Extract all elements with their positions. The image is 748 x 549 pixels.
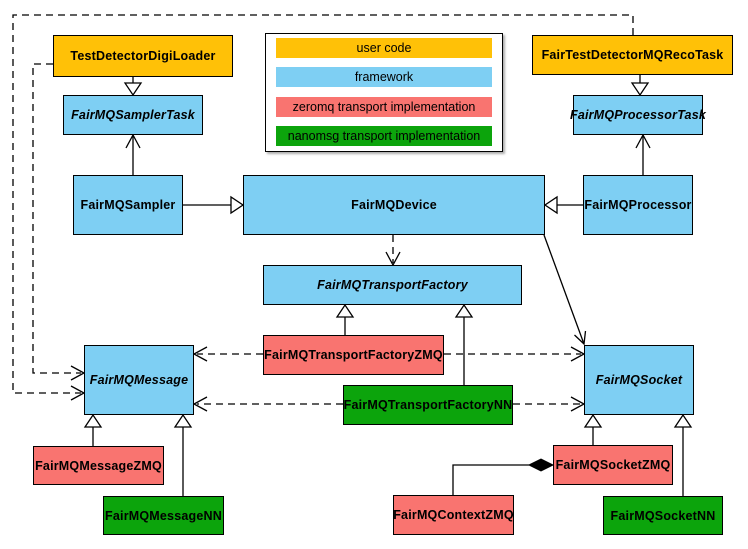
node-fairmqsampler: FairMQSampler bbox=[73, 175, 183, 235]
edge-messagezmq-to-message bbox=[83, 413, 103, 446]
edge-device-to-socket bbox=[543, 234, 587, 346]
legend-item-framework: framework bbox=[276, 67, 492, 88]
node-fairtestdetectormqrecotask: FairTestDetectorMQRecoTask bbox=[532, 35, 733, 75]
node-fairmqsocket: FairMQSocket bbox=[584, 345, 694, 415]
node-fairmqtransportfactoryzmq: FairMQTransportFactoryZMQ bbox=[263, 335, 444, 375]
node-fairmqsamplertask: FairMQSamplerTask bbox=[63, 95, 203, 135]
edge-processor-to-device bbox=[543, 195, 583, 215]
edge-transportfactoryzmq-to-transportfactory bbox=[335, 303, 355, 335]
node-fairmqtransportfactory: FairMQTransportFactory bbox=[263, 265, 522, 305]
legend-item-nanomsg: nanomsg transport implementation bbox=[276, 125, 492, 146]
edge-recotask-to-processortask bbox=[630, 75, 650, 97]
edge-transportfactoryzmq-to-message bbox=[192, 346, 263, 362]
node-fairmqcontextzmq: FairMQContextZMQ bbox=[393, 495, 514, 535]
edge-socketzmq-to-socket bbox=[583, 413, 603, 445]
edge-sampler-to-device bbox=[183, 195, 245, 215]
node-fairmqmessagenn: FairMQMessageNN bbox=[103, 496, 224, 535]
node-fairmqmessagezmq: FairMQMessageZMQ bbox=[33, 446, 164, 485]
node-fairmqdevice: FairMQDevice bbox=[243, 175, 545, 235]
node-fairmqmessage: FairMQMessage bbox=[84, 345, 194, 415]
node-fairmqsocketzmq: FairMQSocketZMQ bbox=[553, 445, 673, 485]
edge-socketnn-to-socket bbox=[673, 413, 693, 496]
node-fairmqprocessortask: FairMQProcessorTask bbox=[570, 95, 706, 135]
edge-messagenn-to-message bbox=[173, 413, 193, 496]
edge-processor-to-processortask bbox=[635, 133, 651, 175]
edge-transportfactorynn-to-message bbox=[192, 396, 343, 412]
node-fairmqsocketnn: FairMQSocketNN bbox=[603, 496, 723, 535]
edge-digiloader-to-samplertask bbox=[123, 77, 143, 97]
node-fairmqprocessor: FairMQProcessor bbox=[583, 175, 693, 235]
legend: user code framework zeromq transport imp… bbox=[265, 33, 503, 152]
edge-sampler-to-samplertask bbox=[125, 133, 141, 175]
node-testdetectordigiloader: TestDetectorDigiLoader bbox=[53, 35, 233, 77]
edge-transportfactoryzmq-to-socket bbox=[444, 346, 586, 362]
edge-contextzmq-to-socketzmq bbox=[452, 458, 555, 495]
edge-transportfactorynn-to-socket bbox=[513, 396, 586, 412]
legend-item-zeromq: zeromq transport implementation bbox=[276, 96, 492, 117]
legend-item-user-code: user code bbox=[276, 38, 492, 58]
edge-transportfactorynn-to-transportfactory bbox=[454, 303, 474, 385]
node-fairmqtransportfactorynn: FairMQTransportFactoryNN bbox=[343, 385, 513, 425]
edge-device-to-transportfactory bbox=[385, 235, 401, 267]
